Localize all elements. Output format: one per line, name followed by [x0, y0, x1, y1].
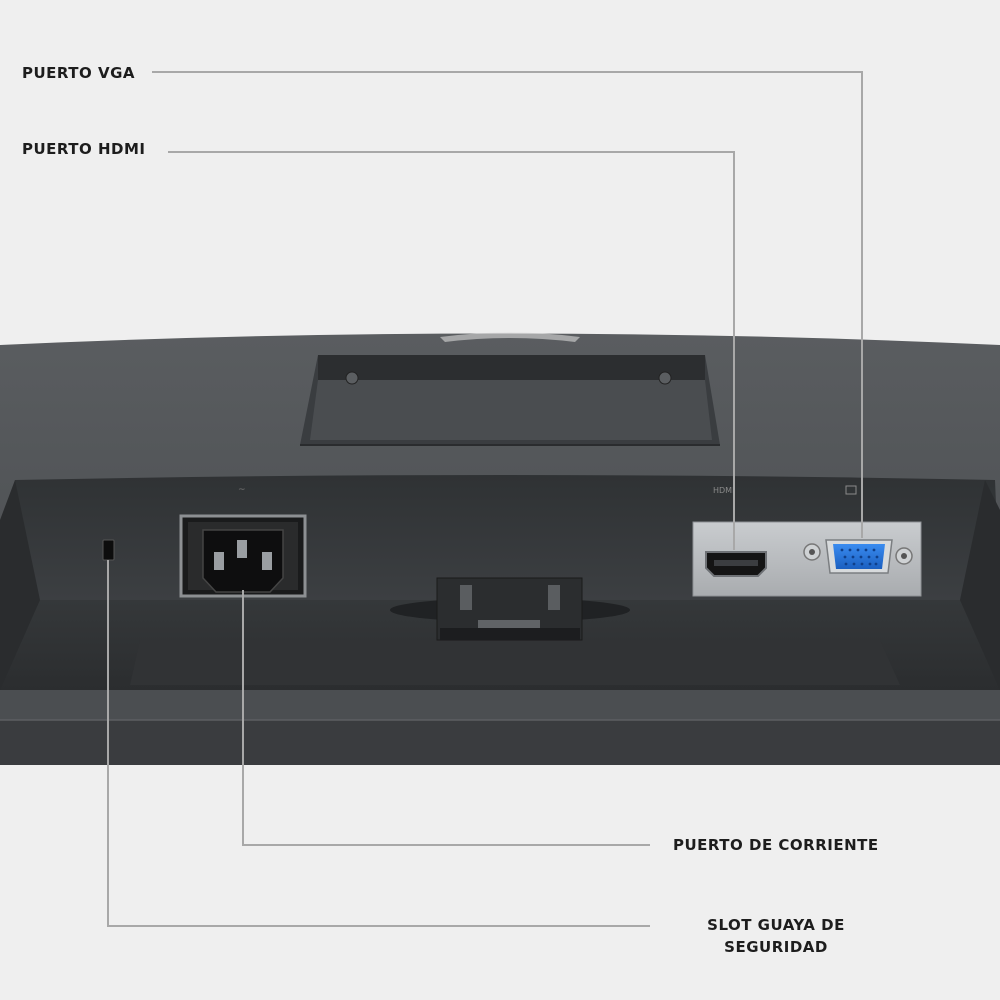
label-security-slot: SLOT GUAYA DE SEGURIDAD: [700, 914, 852, 958]
leader-line-vga: [152, 71, 863, 538]
stand-attachment: [390, 577, 630, 641]
svg-text:~: ~: [238, 485, 246, 495]
svg-text:HDMI: HDMI: [713, 486, 734, 495]
leader-lines: [107, 71, 863, 927]
label-hdmi-port: PUERTO HDMI: [22, 140, 146, 158]
label-vga-port: PUERTO VGA: [22, 64, 136, 82]
hdmi-port: [705, 551, 767, 577]
label-power-port: PUERTO DE CORRIENTE: [673, 836, 879, 854]
label-security-slot-line2: SEGURIDAD: [724, 938, 828, 956]
label-security-slot-line1: SLOT GUAYA DE: [707, 916, 845, 934]
power-port: [179, 514, 307, 598]
security-slot: [102, 539, 115, 561]
leader-line-security: [107, 560, 650, 927]
leader-line-power: [242, 590, 650, 846]
vesa-mount-recess: [300, 355, 720, 446]
leader-line-hdmi: [168, 151, 735, 550]
vga-port: [803, 539, 913, 574]
